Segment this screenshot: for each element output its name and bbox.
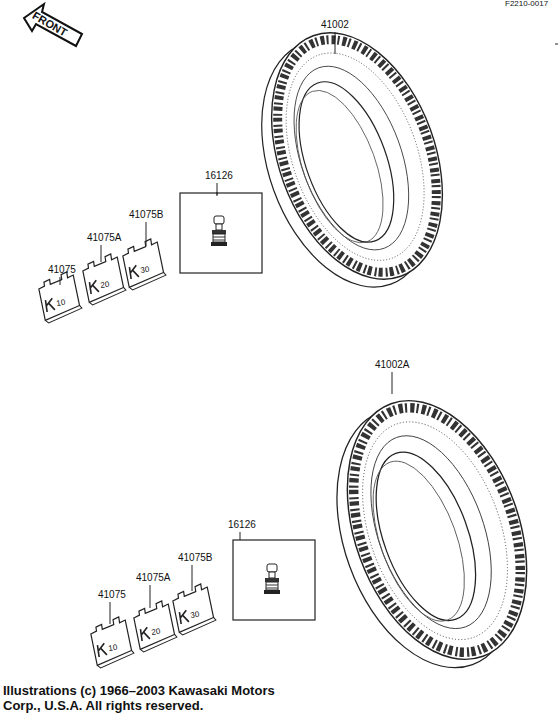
drawing-number: F2210-0017 bbox=[505, 0, 548, 8]
weight-mark: 30 bbox=[190, 611, 200, 620]
weight-mark: 10 bbox=[108, 644, 118, 653]
callout-number: 16126 bbox=[228, 520, 256, 530]
callout-number: 41002 bbox=[321, 20, 349, 30]
weight-mark: 20 bbox=[151, 628, 161, 637]
weight-mark: 30 bbox=[140, 266, 150, 275]
callout-number: 41075B bbox=[129, 210, 163, 220]
callout-number: 41075A bbox=[136, 573, 170, 583]
callout-number: 41075 bbox=[48, 265, 76, 275]
weight-mark: 10 bbox=[56, 299, 66, 308]
callout-number: 41075A bbox=[87, 233, 121, 243]
callout-number: 41075B bbox=[178, 553, 212, 563]
copyright-caption: Illustrations (c) 1966–2003 Kawasaki Mot… bbox=[3, 683, 283, 713]
callout-number: 41002A bbox=[375, 360, 409, 370]
weight-mark: 20 bbox=[100, 281, 110, 290]
callout-number: 41075 bbox=[98, 590, 126, 600]
callout-number: 16126 bbox=[205, 171, 233, 181]
